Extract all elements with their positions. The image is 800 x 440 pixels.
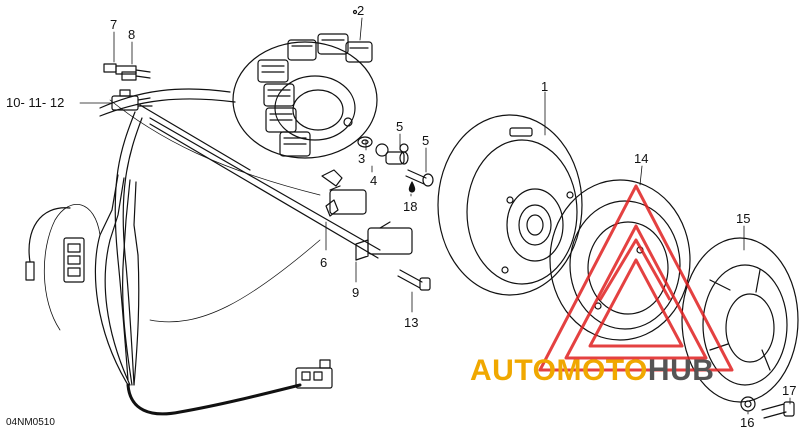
callout-18: 18 bbox=[403, 199, 418, 214]
flywheel-rotor bbox=[437, 114, 583, 296]
callout-5: 5 bbox=[422, 133, 430, 148]
multi-pin-connector bbox=[63, 237, 85, 283]
mounting-shafts bbox=[139, 104, 381, 259]
connector-7-8 bbox=[103, 63, 151, 81]
oil-drop-18 bbox=[408, 181, 416, 193]
watermark-text-part1: AUTOMOTO bbox=[470, 354, 648, 387]
callout-10-11-12: 10- 11- 12 bbox=[6, 95, 65, 110]
callout-2: 2 bbox=[357, 3, 365, 18]
callout-14: 14 bbox=[634, 151, 649, 166]
callout-9: 9 bbox=[352, 285, 360, 300]
figure-code: 04NM0510 bbox=[6, 417, 55, 428]
bolt-17 bbox=[761, 401, 795, 419]
washer-16 bbox=[740, 396, 756, 412]
pickup-coil-6 bbox=[321, 169, 367, 217]
end-connector bbox=[295, 359, 333, 389]
callout-17: 17 bbox=[782, 383, 797, 398]
callout-16: 16 bbox=[740, 415, 755, 430]
washer-3 bbox=[357, 136, 373, 148]
stator bbox=[232, 9, 378, 159]
callout-5-upper: 5 bbox=[396, 119, 404, 134]
callout-3: 3 bbox=[358, 151, 366, 166]
callout-13: 13 bbox=[404, 315, 419, 330]
spacer-4 bbox=[375, 143, 409, 165]
callout-7: 7 bbox=[110, 17, 118, 32]
pickup-coil-9 bbox=[355, 221, 413, 261]
leader-lines bbox=[79, 17, 791, 415]
watermark-logo bbox=[538, 184, 734, 372]
watermark-text-part2: HUB bbox=[647, 354, 715, 387]
starter-ring-gear bbox=[549, 179, 691, 341]
watermark-text: AUTOMOTOHUB bbox=[470, 356, 714, 386]
callout-15: 15 bbox=[736, 211, 751, 226]
callout-6: 6 bbox=[320, 255, 328, 270]
bolt-13 bbox=[397, 269, 431, 291]
callout-8: 8 bbox=[128, 27, 136, 42]
screw-5 bbox=[405, 169, 434, 187]
wiring-harness bbox=[25, 88, 321, 416]
screw-5-upper bbox=[399, 143, 409, 153]
callout-1: 1 bbox=[541, 79, 549, 94]
callout-4: 4 bbox=[370, 173, 378, 188]
